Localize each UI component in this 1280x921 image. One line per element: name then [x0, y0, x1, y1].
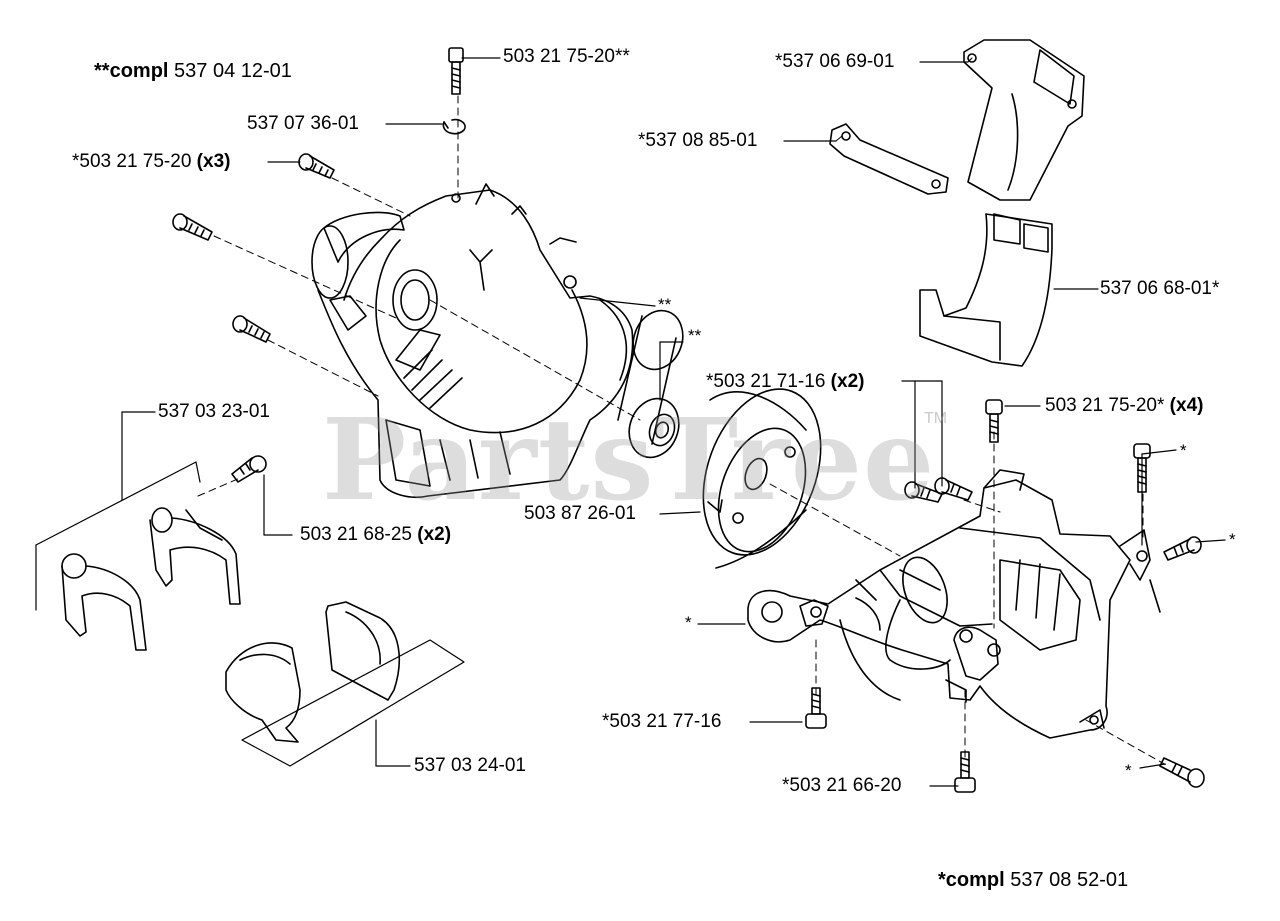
label-screw-66[interactable]: *503 21 66-20 — [782, 775, 901, 797]
part-number: *503 21 71-16 — [706, 371, 826, 392]
gasket-cover — [963, 39, 1085, 201]
assembly-left-prefix: **compl — [94, 60, 169, 82]
part-number: *503 21 66-20 — [782, 775, 902, 796]
clamp-lower-left — [225, 642, 301, 743]
assembly-right-label: *compl 537 08 52-01 — [938, 869, 1128, 891]
screw-pair-a — [904, 481, 943, 503]
part-connectors — [297, 57, 973, 163]
mark-star-screw-top: * — [1180, 441, 1187, 460]
mark-star-screw-side: * — [1229, 530, 1236, 549]
watermark: PartsTree — [322, 395, 936, 526]
screw-pair-b — [934, 477, 973, 501]
part-qty: (x4) — [1169, 395, 1204, 416]
assembly-right-prefix: *compl — [938, 869, 1005, 891]
gasket-small — [829, 123, 949, 195]
intake — [919, 213, 1053, 367]
assembly-left-number: 537 04 12-01 — [174, 60, 292, 82]
screw-77 — [805, 687, 827, 729]
part-number: *537 06 69-01 — [775, 51, 895, 72]
label-screw-x3[interactable]: *503 21 75-20 (x3) — [72, 151, 230, 173]
part-number: *537 08 85-01 — [638, 130, 758, 151]
mark-double-star-crankcase: ** — [658, 295, 672, 314]
part-number: 537 06 68-01* — [1100, 278, 1220, 299]
mark-star-screw-bottom: * — [1125, 761, 1132, 780]
bearing — [617, 309, 684, 459]
label-clamp-lower[interactable]: 537 03 24-01 — [414, 755, 526, 777]
label-screw-77[interactable]: *503 21 77-16 — [602, 711, 721, 733]
part-qty: (x2) — [417, 524, 452, 545]
mark-star-crankcase-right: * — [685, 613, 692, 632]
screw-x3 — [298, 153, 335, 179]
assembly-right-number: 537 08 52-01 — [1010, 869, 1129, 891]
part-number: 503 21 68-25 — [300, 524, 412, 545]
label-screw-x4[interactable]: 503 21 75-20* (x4) — [1045, 395, 1203, 417]
screw-x4 — [985, 399, 1003, 443]
label-gasket-small[interactable]: *537 08 85-01 — [638, 130, 757, 152]
screw-bottom-right — [1159, 757, 1205, 788]
circlip — [442, 118, 466, 135]
part-number: 503 21 75-20* — [1045, 395, 1165, 416]
clamp-lower-right — [325, 601, 400, 701]
leader-lines — [121, 57, 1226, 787]
label-circlip[interactable]: 537 07 36-01 — [247, 113, 359, 135]
part-number: 537 03 23-01 — [158, 401, 270, 422]
part-number: 537 03 24-01 — [414, 755, 526, 776]
clamp-upper-right — [149, 507, 241, 605]
flywheel — [702, 388, 822, 569]
part-qty: (x2) — [830, 371, 865, 392]
label-screw-x2-68[interactable]: 503 21 68-25 (x2) — [300, 524, 451, 546]
label-screw-top[interactable]: 503 21 75-20** — [503, 46, 630, 68]
mark-double-star-bearing: ** — [688, 326, 702, 345]
part-number: 537 07 36-01 — [247, 113, 359, 134]
screw-left-2 — [232, 315, 271, 343]
clamp-upper-left — [61, 553, 147, 651]
label-gasket-cover[interactable]: *537 06 69-01 — [775, 51, 894, 73]
assembly-left-label: **compl 537 04 12-01 — [94, 60, 292, 82]
clamp-frames — [35, 461, 465, 767]
part-number: 503 21 75-20** — [503, 46, 630, 67]
part-number: 503 87 26-01 — [524, 503, 636, 524]
label-clamp-upper[interactable]: 537 03 23-01 — [158, 401, 270, 423]
screw-clamp — [231, 455, 267, 483]
crankcase-left — [311, 183, 634, 498]
watermark-trademark: TM — [924, 410, 948, 427]
screw-66 — [954, 751, 976, 793]
assembly-axes — [197, 95, 1169, 767]
part-qty: (x3) — [196, 151, 231, 172]
screw-top — [448, 47, 464, 95]
label-screw-x2-71[interactable]: *503 21 71-16 (x2) — [706, 371, 864, 393]
part-number: *503 21 75-20 — [72, 151, 192, 172]
screw-left-1 — [172, 213, 213, 241]
screw-right-top — [1133, 443, 1151, 493]
crankcase-right — [747, 469, 1161, 739]
label-intake[interactable]: 537 06 68-01* — [1100, 278, 1219, 300]
label-flywheel[interactable]: 503 87 26-01 — [524, 503, 636, 525]
screw-right-side — [1163, 536, 1202, 561]
part-number: *503 21 77-16 — [602, 711, 722, 732]
